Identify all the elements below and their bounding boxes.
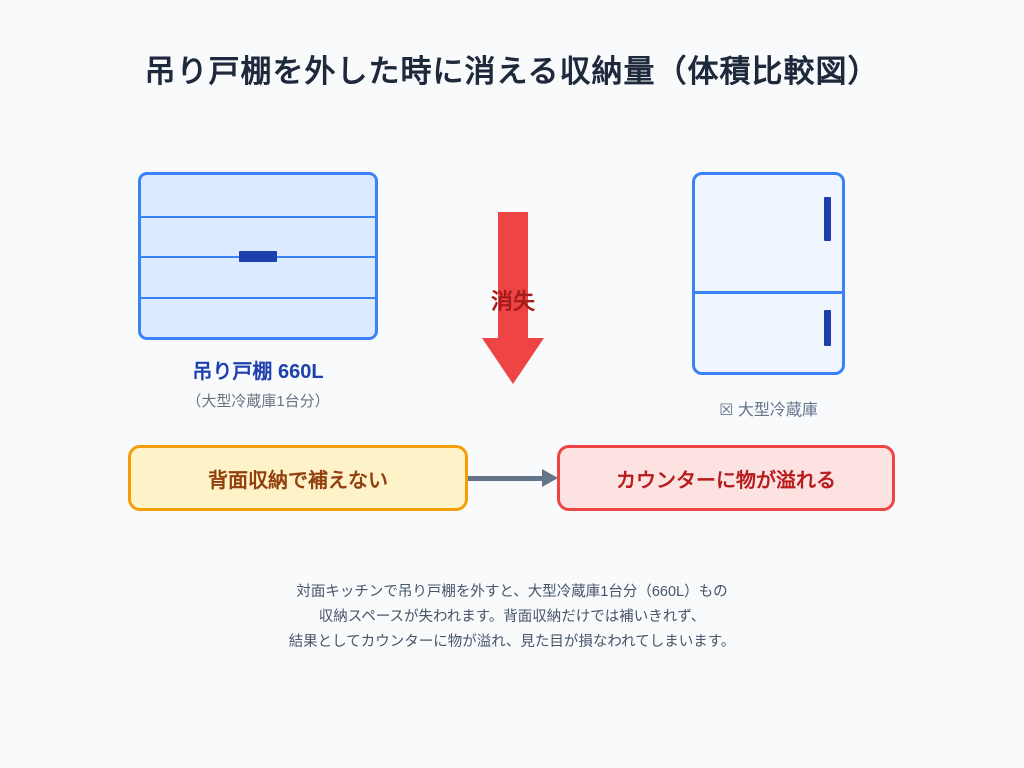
effect-callout-box: カウンターに物が溢れる — [557, 445, 895, 511]
description-line: 収納スペースが失われます。背面収納だけでは補いきれず、 — [318, 609, 706, 625]
page-title: 吊り戸棚を外した時に消える収納量（体積比較図） — [144, 54, 880, 89]
cabinet-shelf-line — [141, 215, 375, 218]
cabinet-sublabel: （大型冷蔵庫1台分） — [186, 393, 330, 410]
effect-callout-text: カウンターに物が溢れる — [616, 469, 836, 492]
fridge-label: ☒ 大型冷蔵庫 — [719, 402, 818, 419]
cabinet-shelf-line — [141, 296, 375, 299]
refrigerator-illustration — [692, 172, 845, 375]
cause-callout-text: 背面収納で補えない — [208, 469, 388, 492]
description-paragraph: 対面キッチンで吊り戸棚を外すと、大型冷蔵庫1台分（660L）もの 収納スペースが… — [0, 580, 1024, 655]
cabinet-handle-icon — [239, 251, 277, 262]
connector-arrow-line — [468, 476, 544, 481]
hanging-cabinet-illustration — [138, 172, 378, 340]
connector-arrow-head-icon — [542, 469, 558, 487]
cabinet-caption: 吊り戸棚 660L （大型冷蔵庫1台分） — [138, 355, 378, 411]
fridge-bottom-handle-icon — [824, 310, 831, 346]
disappear-label: 消失 — [490, 289, 535, 314]
fridge-door-divider — [695, 291, 842, 294]
description-line: 対面キッチンで吊り戸棚を外すと、大型冷蔵庫1台分（660L）もの — [296, 584, 728, 600]
cause-callout-box: 背面収納で補えない — [128, 445, 468, 511]
down-arrow-head — [482, 338, 544, 384]
description-line: 結果としてカウンターに物が溢れ、見た目が損なわれてしまいます。 — [288, 634, 736, 650]
down-arrow-shaft — [498, 212, 528, 339]
fridge-top-handle-icon — [824, 197, 831, 241]
cabinet-label: 吊り戸棚 660L — [192, 361, 324, 383]
